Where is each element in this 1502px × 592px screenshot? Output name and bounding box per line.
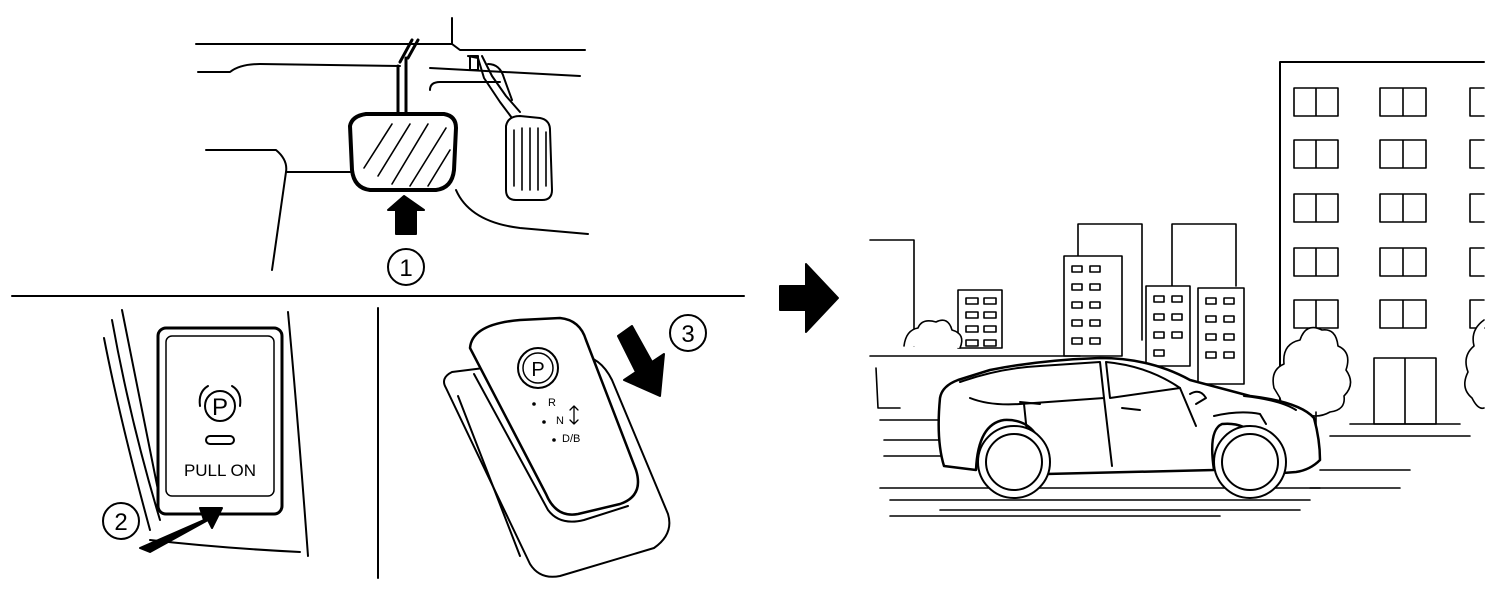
shift-position-n: N [556,415,564,427]
panel-car-driving [869,61,1485,517]
brake-pedal [348,112,458,192]
step-2-badge: 2 [102,502,140,540]
shift-position-db: D/B [562,433,580,445]
shift-position-r: R [548,397,556,409]
accelerator-pedal [505,115,553,201]
city-buildings [869,61,1485,437]
panel-shift-selector: P R N D/B 3 [443,314,707,578]
arrow-right-icon [779,263,839,333]
parking-brake-symbol: P [212,394,228,421]
shift-selector-knob: P R N D/B [468,316,640,523]
shift-direction-icon [569,405,579,425]
arrow-down-icon [617,325,665,397]
step-1-badge: 1 [387,248,425,286]
parking-brake-switch: P PULL ON [156,326,284,516]
arrow-up-icon [387,195,425,235]
arrow-push-icon [139,507,223,553]
shift-p-button-label: P [531,359,544,381]
wheel-front [1213,425,1287,499]
parking-brake-label: PULL ON [184,461,256,480]
wheel-rear [977,425,1051,499]
shrub-left [903,319,963,349]
step-3-badge: 3 [669,314,707,352]
step-1-number: 1 [399,255,412,282]
step-2-number: 2 [114,509,127,536]
panel-parking-brake: P PULL ON 2 [102,309,309,557]
tree-far-right [1464,319,1485,410]
car [937,356,1322,499]
panel-brake-pedal: 1 [195,17,589,286]
step-3-number: 3 [681,321,694,348]
